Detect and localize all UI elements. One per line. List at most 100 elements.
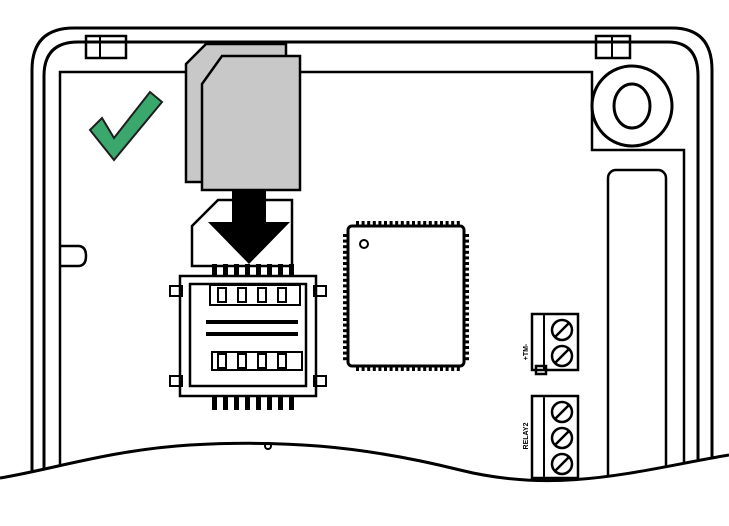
chip-pin (343, 318, 348, 321)
chip-pin (456, 221, 460, 226)
chip-pin (395, 366, 399, 371)
chip-pin (464, 290, 469, 293)
chip-pin (343, 256, 348, 260)
contact-finger (277, 353, 287, 369)
chip-pin (445, 221, 449, 226)
chip-pin (367, 366, 371, 371)
chip-pin (464, 329, 469, 333)
chip-pin (343, 323, 348, 327)
terminal-block-bottom (530, 394, 580, 480)
chip-pin (464, 357, 469, 361)
chip-pin (395, 221, 399, 226)
chip-pin (356, 221, 359, 226)
chip-pin (343, 357, 348, 361)
chip-pin (384, 366, 387, 371)
terminal-screw (550, 318, 574, 342)
chip-pin (440, 366, 443, 371)
chip-pin (464, 340, 469, 344)
housing-inner-wall (42, 40, 700, 481)
down-arrow-icon (208, 190, 290, 264)
chip-pin (343, 334, 348, 338)
chip-pin (464, 312, 469, 316)
chip-pin (389, 366, 393, 371)
contact-finger (217, 353, 227, 369)
chip-pin (464, 245, 469, 249)
sim-card-front (200, 54, 302, 192)
chip-pin (406, 221, 410, 226)
chip-pin (464, 273, 469, 277)
chip-pin (464, 295, 469, 299)
chip-pin (406, 366, 410, 371)
chip-pin (343, 290, 348, 293)
contact-finger (277, 287, 287, 303)
chip-pin (464, 346, 469, 349)
screw-boss (590, 64, 674, 148)
chip-pin (343, 239, 348, 243)
connector-pin (256, 396, 261, 410)
chip-pin (464, 284, 469, 288)
chip-pin (378, 221, 382, 226)
chip-pin (389, 221, 393, 226)
terminal-screw (550, 400, 574, 424)
chip-pin (423, 366, 427, 371)
chip-pin (451, 366, 455, 371)
chip-pin (434, 221, 438, 226)
chip-pin (464, 256, 469, 260)
chip-pin (384, 221, 387, 226)
chip-pin (343, 267, 348, 271)
chip-pin (343, 262, 348, 265)
contact-finger (217, 287, 227, 303)
chip-pin (464, 351, 469, 355)
chip-pin (417, 366, 421, 371)
chip-pin (423, 221, 427, 226)
connector-pin (289, 264, 294, 277)
chip-pin (356, 366, 359, 371)
connector-pin (223, 396, 228, 410)
chip-pin (343, 273, 348, 277)
connector-pin (245, 264, 250, 277)
terminal-screw (550, 344, 574, 368)
chip-pin (343, 234, 348, 237)
chip-pin (343, 278, 348, 282)
connector-pin (234, 396, 239, 410)
chip-pin (434, 366, 438, 371)
connector-pin (256, 264, 261, 277)
connector-pin (278, 396, 283, 410)
chip-pin (343, 312, 348, 316)
chip-pin (456, 366, 460, 371)
chip-pin (343, 351, 348, 355)
chip-pin (343, 245, 348, 249)
connector-pin (234, 264, 239, 277)
chip-pin (464, 323, 469, 327)
chip-pin (464, 262, 469, 265)
connector-pin (267, 396, 272, 410)
connector-pin (278, 264, 283, 277)
chip-pin (464, 239, 469, 243)
sim-holder-guide (190, 198, 294, 268)
chip-pin (440, 221, 443, 226)
contact-finger (237, 287, 247, 303)
chip-pin (367, 221, 371, 226)
side-clip (60, 244, 88, 268)
chip-pin (464, 278, 469, 282)
chip-pin (343, 301, 348, 305)
chip-pin (343, 346, 348, 349)
chip-pin (378, 366, 382, 371)
chip-pin (464, 250, 469, 254)
chip-pin (428, 366, 432, 371)
chip-pin (343, 295, 348, 299)
board-edge (58, 70, 686, 481)
pin1-mark (359, 239, 369, 249)
chip-pin (400, 221, 404, 226)
chip-pin (343, 340, 348, 344)
terminal-screw (550, 426, 574, 450)
connector-pin (212, 396, 217, 410)
check-icon (88, 90, 164, 162)
connector-pin (212, 264, 217, 277)
chip-pin (412, 366, 415, 371)
connector-pin (223, 264, 228, 277)
contact-finger (237, 353, 247, 369)
chip-pin (343, 250, 348, 254)
connector-pin (289, 396, 294, 410)
